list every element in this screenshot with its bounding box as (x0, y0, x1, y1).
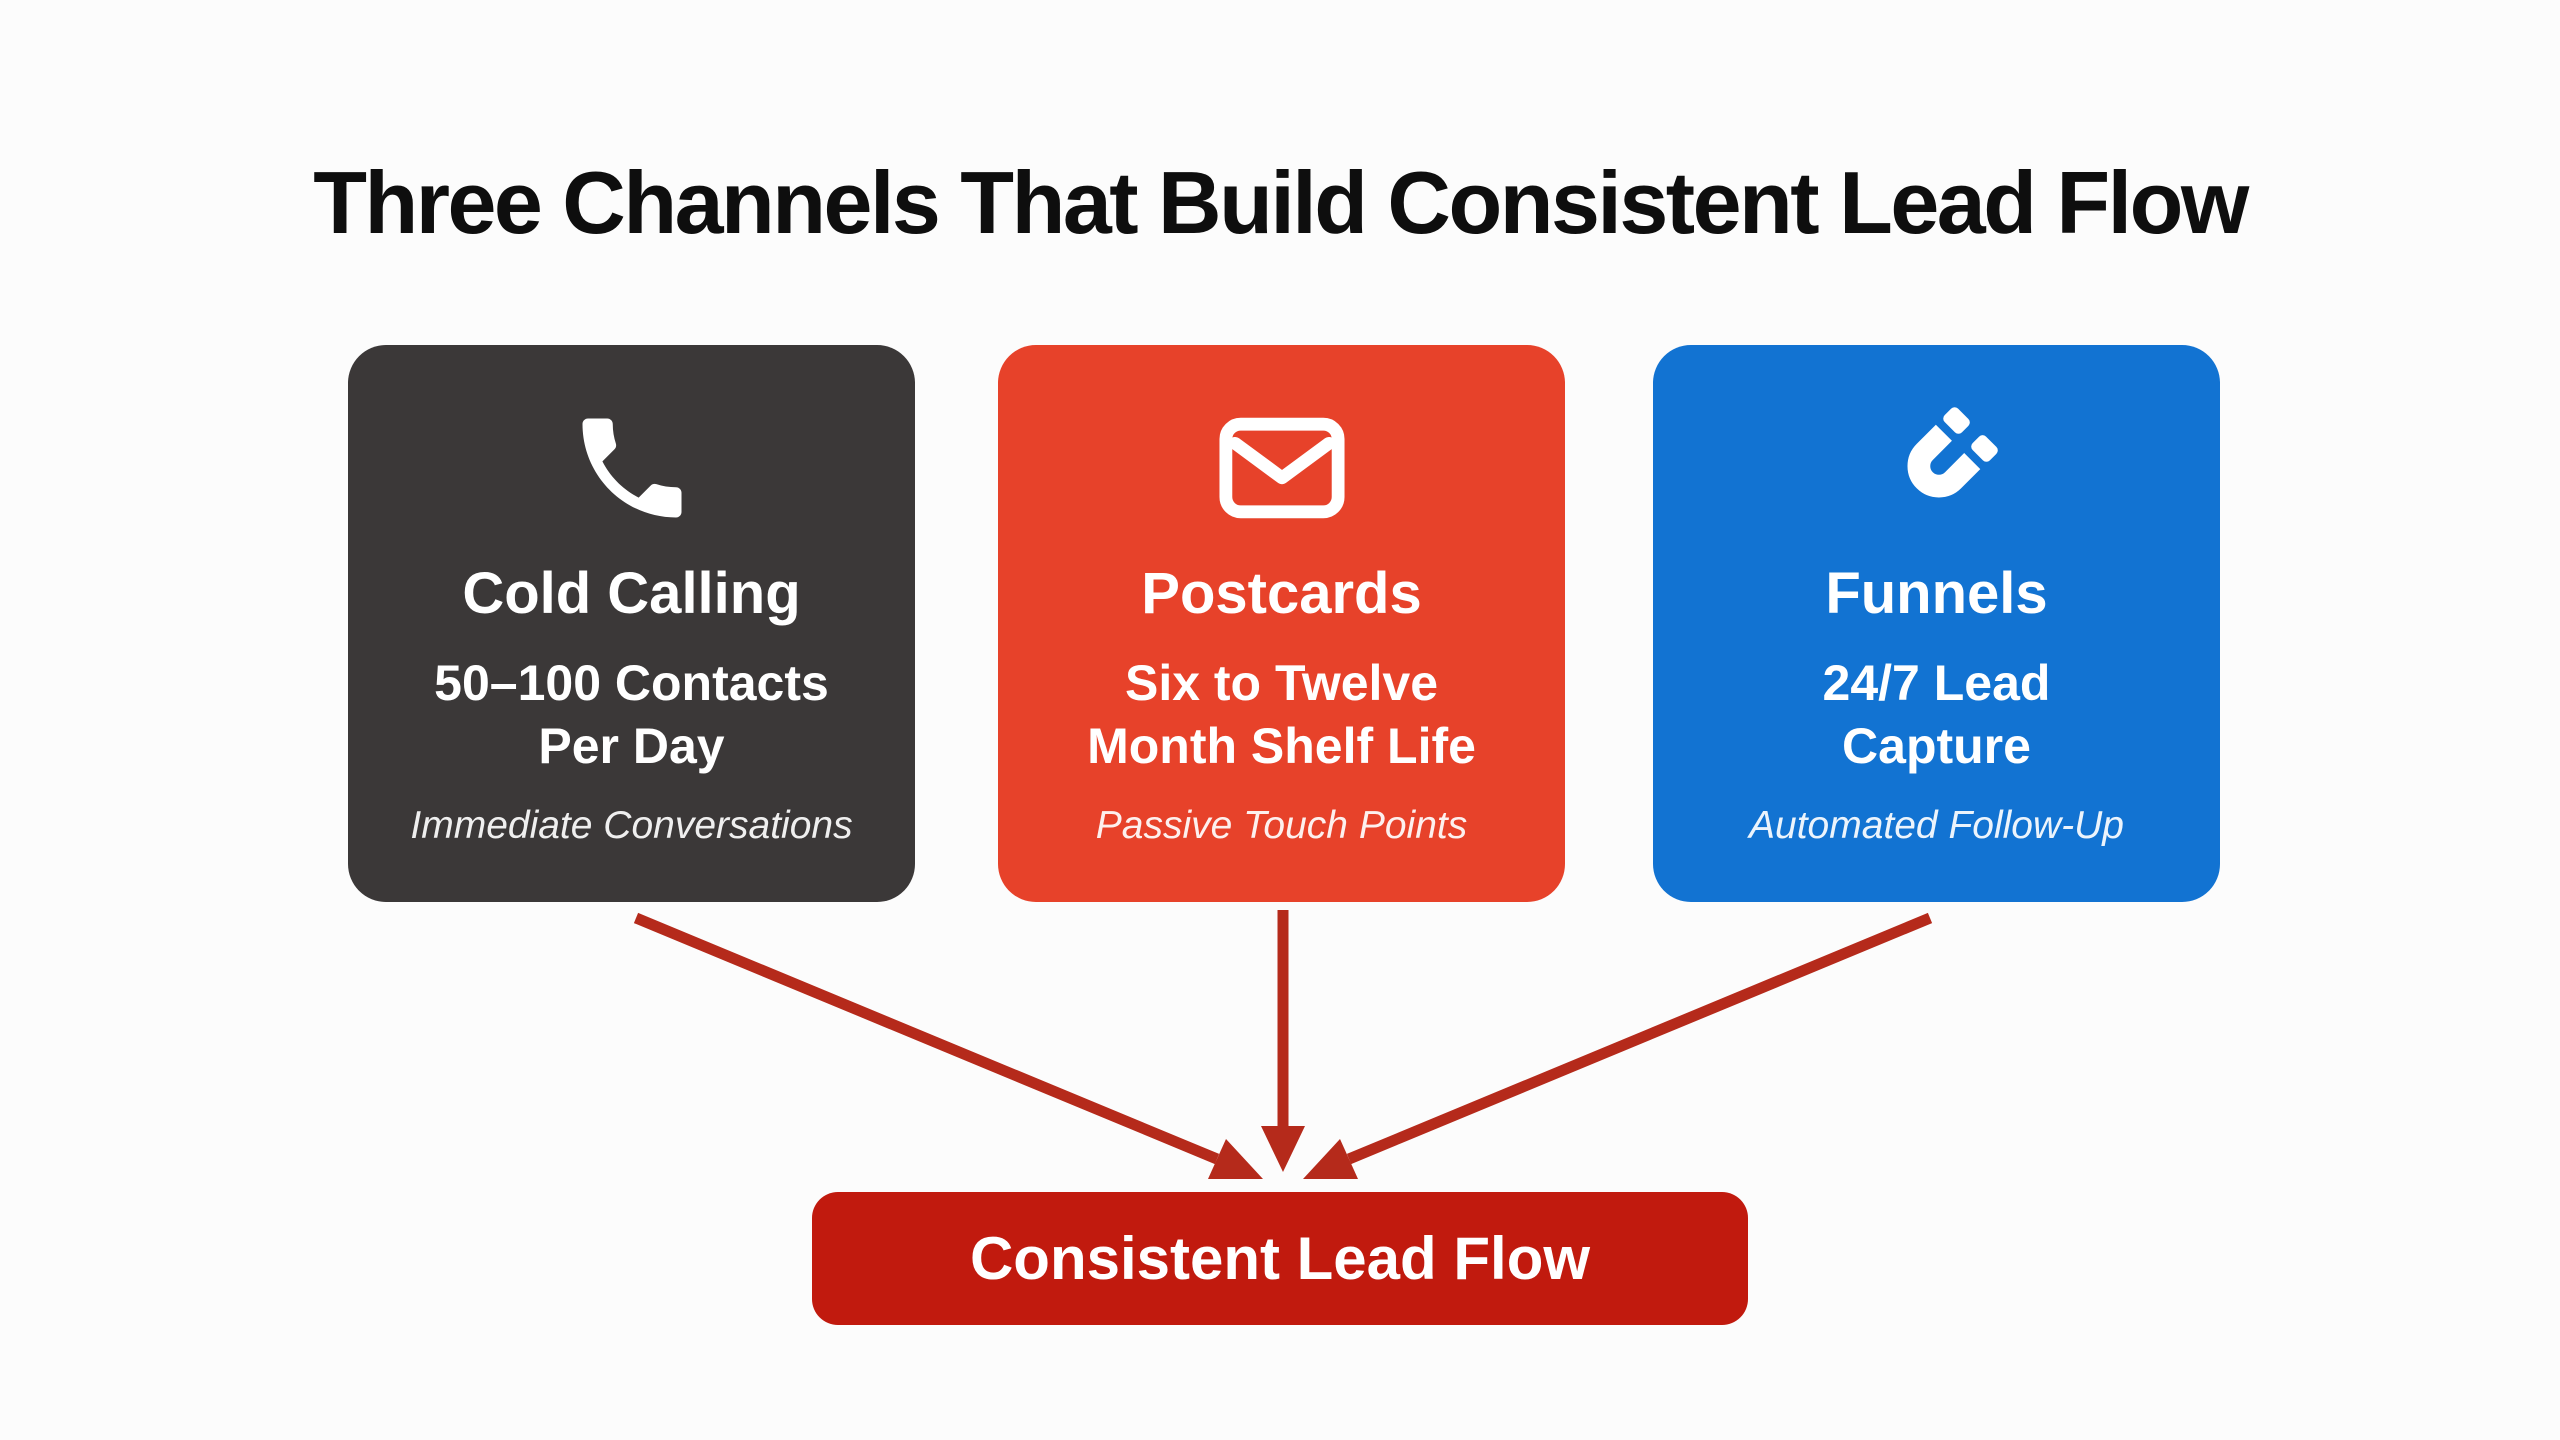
result-box: Consistent Lead Flow (812, 1192, 1748, 1325)
card-postcards: Postcards Six to Twelve Month Shelf Life… (998, 345, 1565, 902)
arrowhead-left (1208, 1139, 1263, 1179)
card-funnels: Funnels 24/7 Lead Capture Automated Foll… (1653, 345, 2220, 902)
result-box-label: Consistent Lead Flow (969, 1225, 1591, 1292)
card-caption: Automated Follow-Up (1749, 803, 2124, 847)
card-heading: Postcards (1141, 561, 1422, 626)
arrowhead-right (1303, 1139, 1358, 1179)
card-detail: Six to Twelve Month Shelf Life (1087, 654, 1476, 774)
arrowhead-middle (1261, 1126, 1305, 1172)
card-caption: Immediate Conversations (410, 803, 853, 847)
card-caption: Passive Touch Points (1095, 803, 1468, 847)
card-detail: 24/7 Lead Capture (1822, 654, 2051, 774)
magnet-icon (1872, 383, 2002, 553)
card-heading: Funnels (1825, 561, 2048, 626)
page-title: Three Channels That Build Consistent Lea… (313, 153, 2249, 252)
card-detail: 50–100 Contacts Per Day (434, 654, 829, 774)
card-heading: Cold Calling (462, 561, 801, 626)
phone-icon (566, 383, 698, 553)
card-cold-calling: Cold Calling 50–100 Contacts Per Day Imm… (348, 345, 915, 902)
envelope-icon (1218, 383, 1346, 553)
